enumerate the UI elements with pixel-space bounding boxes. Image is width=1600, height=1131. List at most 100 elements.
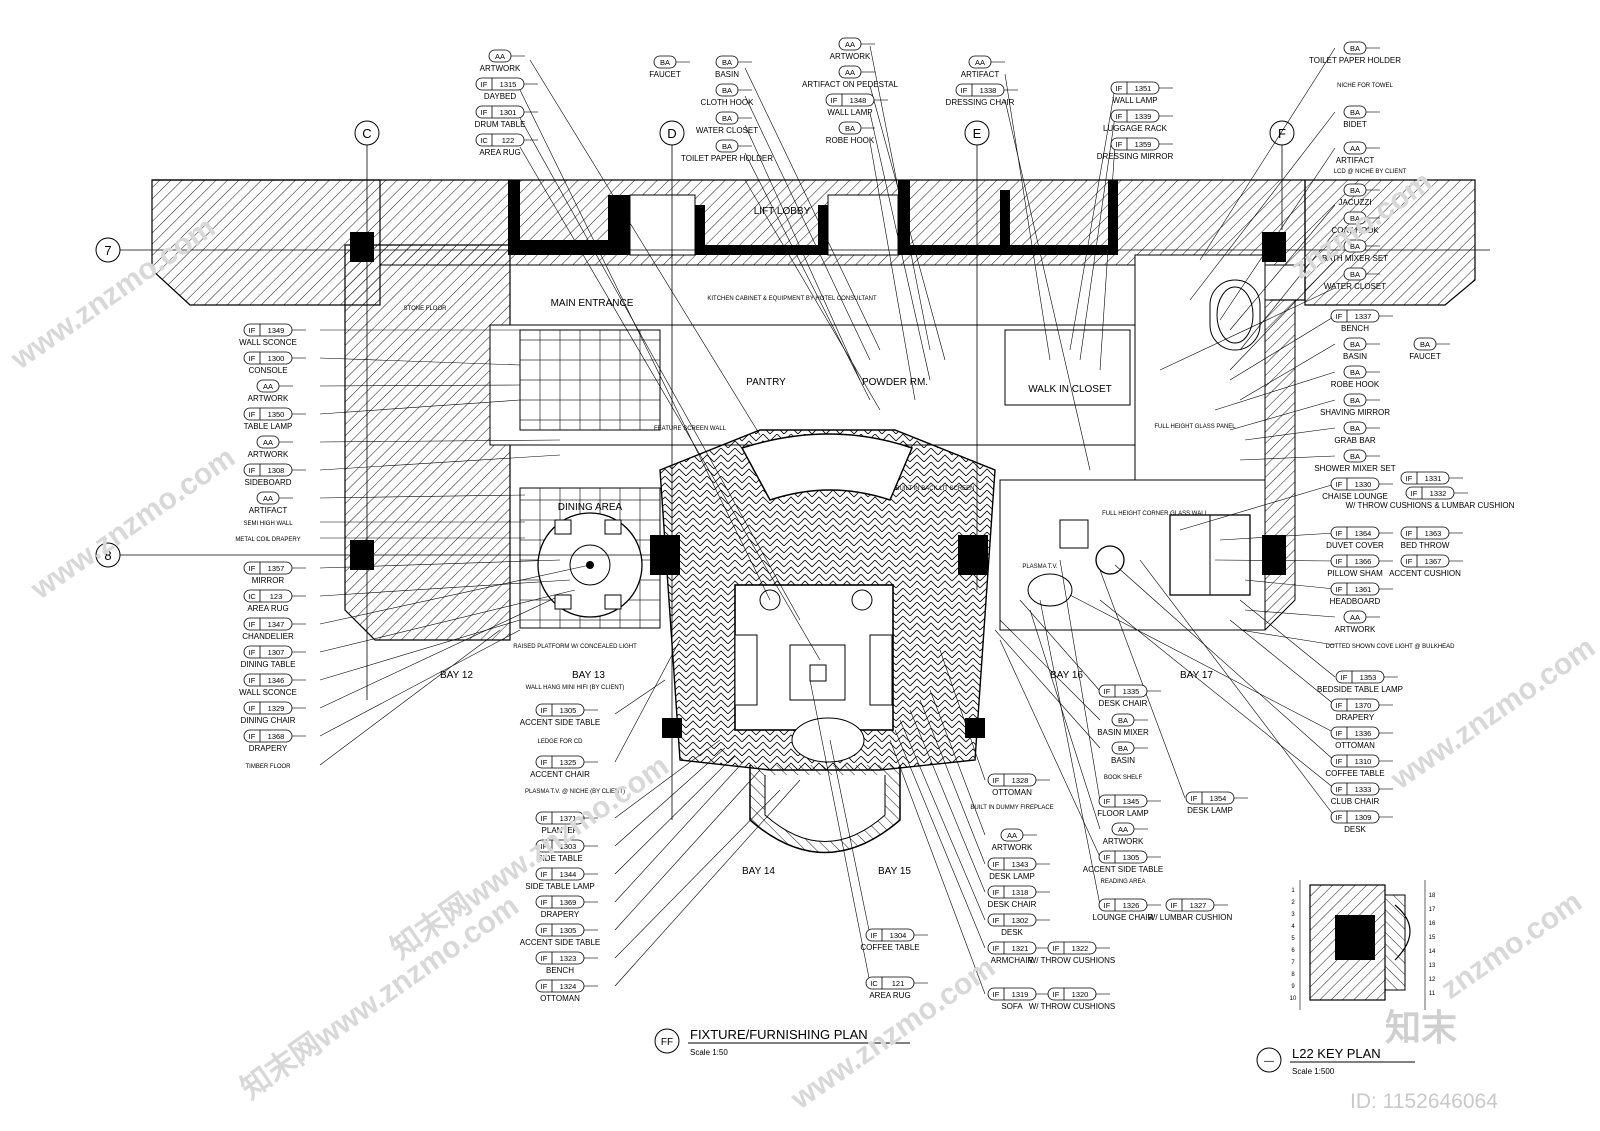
tag-code-prefix: IC [480,136,488,145]
tag-code-number: 1326 [1123,901,1140,910]
tag-code-number: 1347 [268,620,285,629]
tag-label: DESK CHAIR [1099,699,1148,708]
tag-callout: READING AREA [1100,879,1145,885]
tag-code-prefix: IF [1104,901,1111,910]
tag-label: GRAB BAR [1334,436,1376,445]
room-label: KITCHEN CABINET & EQUIPMENT BY HOTEL CON… [707,296,877,302]
bay-label: BAY 13 [572,670,605,681]
tag-label: DRESSING MIRROR [1097,152,1174,161]
watermark: 知末网www.znzmo.com [235,889,525,1106]
bay-label: BAY 15 [878,866,911,877]
room-label: POWDER RM. [862,377,928,388]
tag-label: WALL SCONCE [239,338,297,347]
key-plan-number: 13 [1429,963,1436,969]
tag-label: ARTIFACT [961,70,1000,79]
tag-code: BA [1420,340,1430,349]
tag-code: AA [1350,613,1360,622]
tag-label: OTTOMAN [1335,741,1375,750]
tag-code-number: 1337 [1355,312,1372,321]
tag-code: BA [1350,424,1360,433]
tag-label: BASIN MIXER [1097,728,1149,737]
tag-label: DESK LAMP [1187,806,1233,815]
tag-label: FLOOR LAMP [1097,809,1149,818]
tag-code-prefix: IF [993,916,1000,925]
tag-code-number: 122 [502,136,515,145]
tag-code-number: 1367 [1425,557,1442,566]
room-label: MAIN ENTRANCE [551,298,634,309]
grid-label-f: F [1278,126,1286,141]
tag-callout: TIMBER FLOOR [245,764,291,770]
tag-code-prefix: IF [1406,557,1413,566]
tag-label: COFFEE TABLE [860,943,919,952]
room-label: FULL HEIGHT GLASS PANEL [1154,424,1236,430]
tag-code-number: 1328 [1012,776,1029,785]
tag-code-number: 1324 [560,982,577,991]
title-tag-bubble [654,1028,680,1054]
tag-code-number: 1343 [1012,860,1029,869]
tag-code: BA [1350,186,1360,195]
tag-code-prefix: IF [993,888,1000,897]
tag-label: ROBE HOOK [1331,380,1380,389]
tag-label: W/ THROW CUSHIONS [1029,956,1116,965]
tag-label: BENCH [1341,324,1369,333]
tag-code-prefix: IF [1104,853,1111,862]
tag-code-number: 1325 [560,758,577,767]
tag-code-number: 1333 [1355,785,1372,794]
tag-label: BASIN [1343,352,1367,361]
tag-code-number: 1327 [1190,901,1207,910]
tag-code-number: 1369 [560,898,577,907]
tag-label: PLASMA T.V. @ NICHE (BY CLIENT) [525,789,625,795]
tag-code: AA [263,382,273,391]
key-plan-number: 17 [1429,907,1436,913]
key-plan-number: 8 [1291,972,1295,978]
tag-label: ARTWORK [1103,837,1144,846]
tag-label: ARMCHAIR [991,956,1034,965]
lift-lobby-cores [508,180,1118,256]
tag-code-prefix: IF [1191,794,1198,803]
tag-label: ACCENT SIDE TABLE [1083,865,1163,874]
tag-code-number: 1371 [560,814,577,823]
tag-code-number: 1321 [1012,944,1029,953]
key-plan-number: 4 [1291,924,1295,930]
tag-label: BENCH [546,966,574,975]
structural-columns [350,232,1286,738]
tag-label: RAISED PLATFORM W/ CONCEALED LIGHT [513,644,637,650]
tag-code-number: 1336 [1355,729,1372,738]
tag-code-prefix: IF [249,732,256,741]
tag-label: SHAVING MIRROR [1320,408,1390,417]
grid-bubble-7 [95,237,121,263]
tag-label: TOILET PAPER HOLDER [1309,56,1401,65]
tag-code: BA [1118,716,1128,725]
tag-code: AA [845,40,855,49]
tag-code-prefix: IF [541,898,548,907]
key-plan-title: L22 KEY PLAN [1292,1046,1381,1061]
tag-label: ACCENT SIDE TABLE [520,718,600,727]
tag-code-number: 1368 [268,732,285,741]
tag-code-number: 1310 [1355,757,1372,766]
tag-code-number: 1338 [980,86,997,95]
tag-code-prefix: IF [249,466,256,475]
tag-label: TIMBER FLOOR [245,764,291,770]
tag-code: BA [1350,108,1360,117]
